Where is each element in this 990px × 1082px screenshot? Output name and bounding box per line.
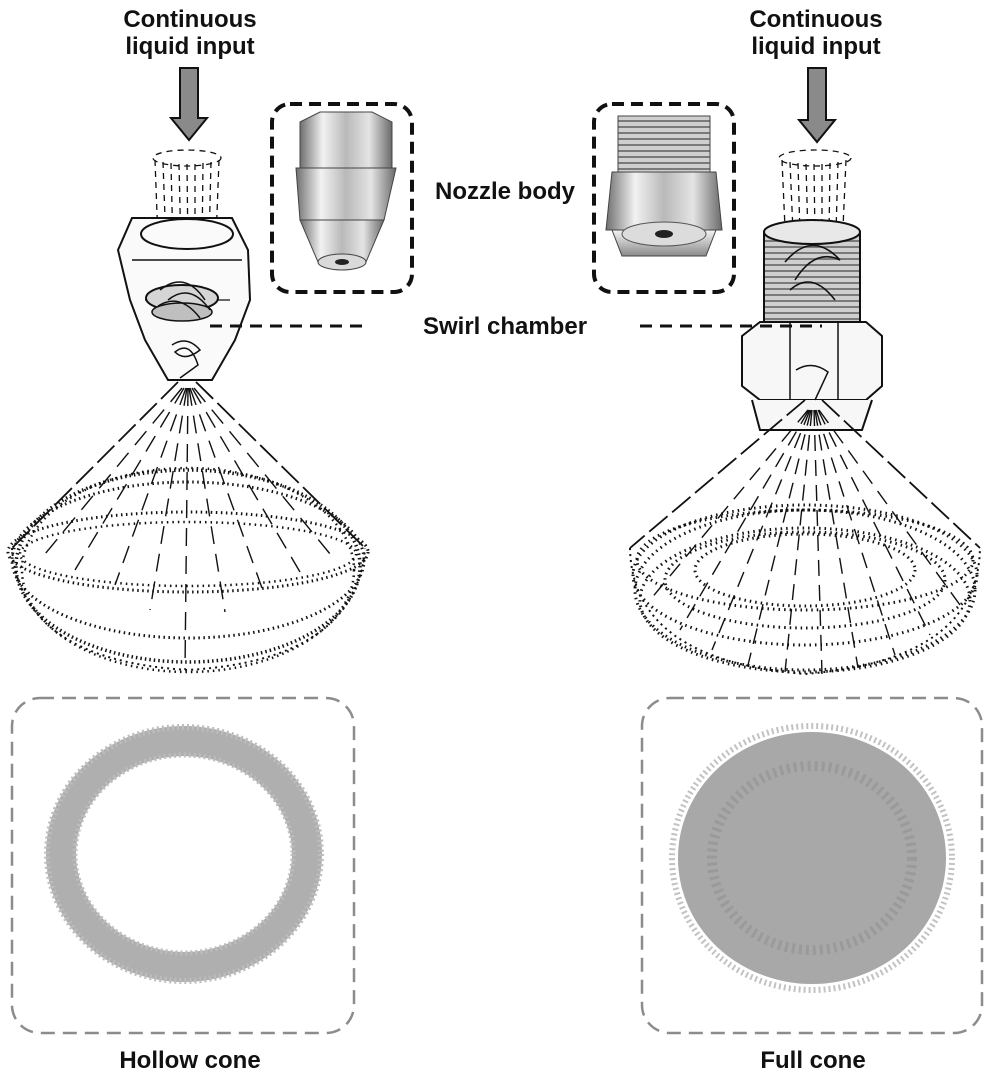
full-spray-cone xyxy=(630,400,980,674)
hollow-cone-pattern xyxy=(12,698,354,1033)
nozzle-photo-left xyxy=(272,104,412,292)
input-arrow-left-icon xyxy=(171,68,207,140)
input-label-right-line2: liquid input xyxy=(716,33,916,60)
input-label-left-line2: liquid input xyxy=(90,33,290,60)
input-label-left-line1: Continuous xyxy=(90,6,290,33)
hollow-spray-cone xyxy=(8,382,368,672)
nozzle-photo-right xyxy=(594,104,734,292)
input-arrow-right-icon xyxy=(799,68,835,142)
input-label-right: Continuous liquid input xyxy=(716,6,916,60)
full-cone-pattern xyxy=(642,698,982,1033)
input-label-left: Continuous liquid input xyxy=(90,6,290,60)
input-label-right-line1: Continuous xyxy=(716,6,916,33)
swirl-chamber-label: Swirl chamber xyxy=(400,313,610,340)
full-cone-label: Full cone xyxy=(708,1047,918,1074)
hollow-cone-label: Hollow cone xyxy=(85,1047,295,1074)
hex-nut-right xyxy=(742,322,882,400)
nozzle-body-label: Nozzle body xyxy=(420,178,590,205)
